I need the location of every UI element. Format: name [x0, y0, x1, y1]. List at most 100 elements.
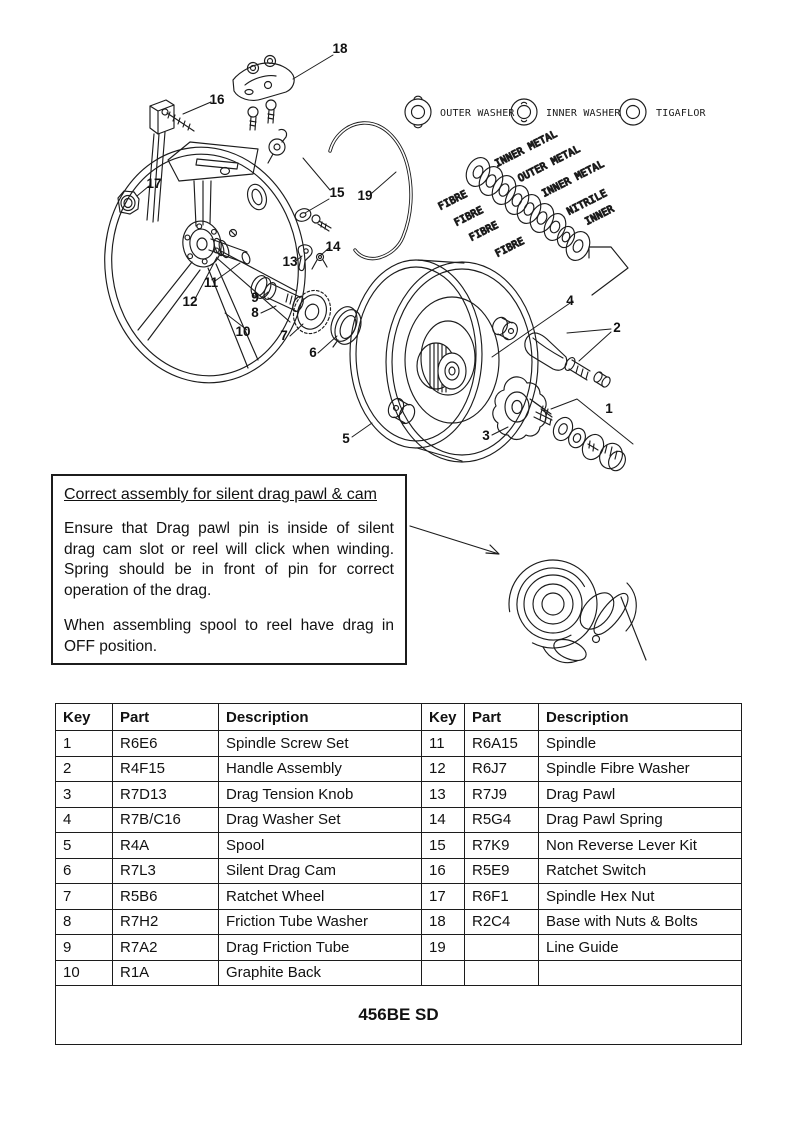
part-cell: R7H2: [112, 908, 219, 935]
parts-table-header-row: Key Part Description Key Part Descriptio…: [55, 703, 742, 731]
description-cell: Spindle Screw Set: [218, 730, 422, 757]
callout-5: 5: [342, 431, 350, 446]
parts-table-footer-row: 456BE SD: [55, 985, 742, 1045]
spindle-hex-nut-drawing: [117, 190, 140, 215]
key-cell: 15: [421, 832, 465, 859]
part-cell: R2C4: [464, 908, 539, 935]
callout-17: 17: [146, 176, 161, 191]
key-cell: 12: [421, 755, 465, 782]
description-cell: Non Reverse Lever Kit: [538, 832, 742, 859]
description-cell: Drag Tension Knob: [218, 781, 422, 808]
key-cell: 3: [55, 781, 113, 808]
description-cell: Spindle: [538, 730, 742, 757]
col-header-key-2: Key: [421, 703, 465, 731]
part-cell: R6F1: [464, 883, 539, 910]
legend-label-inner: INNER WASHER: [546, 108, 621, 119]
part-cell: R5E9: [464, 857, 539, 884]
col-header-desc-1: Description: [218, 703, 422, 731]
tigaflor-washer-icon: [619, 98, 647, 126]
spool-drawing: [349, 259, 539, 463]
key-cell: 17: [421, 883, 465, 910]
note-title: Correct assembly for silent drag pawl & …: [64, 486, 377, 503]
callout-6: 6: [309, 345, 317, 360]
callout-4: 4: [566, 293, 574, 308]
part-cell: R5G4: [464, 806, 539, 833]
callout-18: 18: [332, 41, 348, 56]
key-cell: [421, 959, 465, 986]
callout-leader-lines: [136, 54, 634, 445]
key-cell: 10: [55, 959, 113, 986]
callout-14: 14: [325, 239, 341, 254]
description-cell: Base with Nuts & Bolts: [538, 908, 742, 935]
callout-3: 3: [482, 428, 490, 443]
note-paragraph-1: Ensure that Drag pawl pin is inside of s…: [64, 520, 394, 599]
part-cell: R6J7: [464, 755, 539, 782]
stack-label-fibre-3: FIBRE: [468, 220, 501, 244]
description-cell: Line Guide: [538, 934, 742, 961]
drag-washer-stack-drawing: FIBRE FIBRE FIBRE FIBRE INNER METAL OUTE…: [436, 128, 629, 296]
description-cell: Drag Friction Tube: [218, 934, 422, 961]
callout-2: 2: [613, 320, 621, 335]
part-cell: R5B6: [112, 883, 219, 910]
part-cell: R6E6: [112, 730, 219, 757]
description-cell: Spindle Hex Nut: [538, 883, 742, 910]
legend-label-tigaflor: TIGAFLOR: [656, 108, 707, 119]
stack-label-fibre-4: FIBRE: [494, 236, 527, 260]
callout-11: 11: [204, 275, 219, 290]
key-cell: 13: [421, 781, 465, 808]
callout-9: 9: [251, 290, 259, 305]
drag-pawl-spring-drawing: [311, 252, 328, 270]
key-cell: 19: [421, 934, 465, 961]
silent-drag-cam-drawing: [330, 306, 362, 348]
col-header-desc-2: Description: [538, 703, 742, 731]
friction-tube-drawing: [250, 275, 304, 313]
parts-table: Key Part Description Key Part Descriptio…: [55, 703, 742, 1045]
callout-numbers: 1 2 3 4 5 6 7 8 9 10 11 12 13 14 15 16 1…: [146, 41, 620, 446]
description-cell: Spool: [218, 832, 422, 859]
part-cell: R7L3: [112, 857, 219, 884]
key-cell: 6: [55, 857, 113, 884]
key-cell: 9: [55, 934, 113, 961]
key-cell: 8: [55, 908, 113, 935]
note-arrow: [409, 525, 500, 555]
description-cell: Silent Drag Cam: [218, 857, 422, 884]
key-cell: 1: [55, 730, 113, 757]
ratchet-wheel-drawing: [292, 289, 332, 335]
description-cell: Ratchet Wheel: [218, 883, 422, 910]
description-cell: Drag Pawl Spring: [538, 806, 742, 833]
callout-12: 12: [182, 294, 197, 309]
handle-assembly-drawing: [524, 332, 611, 388]
key-cell: 4: [55, 806, 113, 833]
key-cell: 7: [55, 883, 113, 910]
non-reverse-lever-drawing: [294, 208, 332, 232]
callout-19: 19: [357, 188, 372, 203]
col-header-part-2: Part: [464, 703, 539, 731]
description-cell: Friction Tube Washer: [218, 908, 422, 935]
col-header-key-1: Key: [55, 703, 113, 731]
callout-1: 1: [605, 401, 613, 416]
description-cell: [538, 959, 742, 986]
description-cell: Drag Pawl: [538, 781, 742, 808]
inner-washer-icon: [510, 98, 538, 126]
part-cell: R7A2: [112, 934, 219, 961]
washer-set-arrow: [588, 246, 629, 296]
key-cell: 14: [421, 806, 465, 833]
key-cell: 16: [421, 857, 465, 884]
line-guide-drawing: [328, 121, 413, 261]
base-bracket-drawing: [232, 54, 295, 164]
part-cell: [464, 934, 539, 961]
part-cell: R6A15: [464, 730, 539, 757]
part-cell: R7J9: [464, 781, 539, 808]
part-cell: R4A: [112, 832, 219, 859]
callout-13: 13: [282, 254, 298, 269]
